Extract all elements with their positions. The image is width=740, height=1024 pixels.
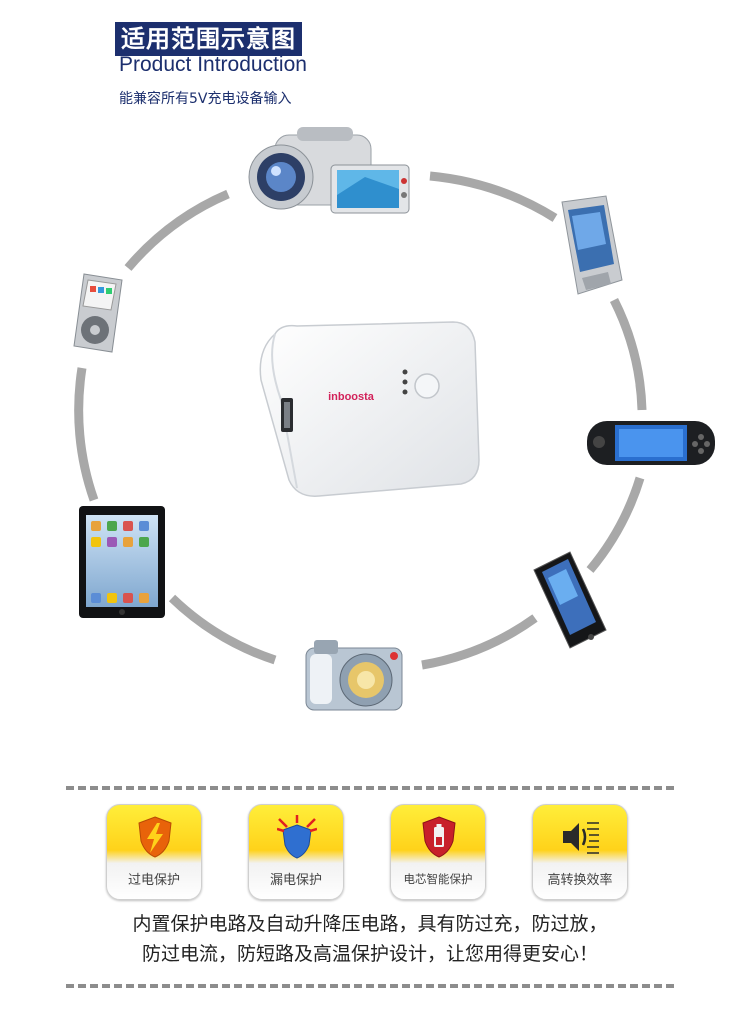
iphone-icon: [533, 551, 607, 649]
ring-arc: [421, 614, 538, 670]
feature-label: 漏电保护: [269, 873, 322, 888]
brand-label: inboosta: [328, 391, 375, 403]
feature-high-efficiency: 高转换效率: [532, 804, 628, 900]
ipod-nano-icon: [73, 273, 123, 353]
divider: [66, 786, 674, 790]
feature-cell-smart-protection: 电芯智能保护: [390, 804, 486, 900]
ring-arc: [586, 476, 645, 573]
ring-arc: [74, 367, 99, 502]
shield-sparks-icon: [277, 815, 317, 859]
divider: [66, 984, 674, 988]
feature-label: 高转换效率: [547, 873, 613, 888]
feature-label: 电芯智能保护: [403, 872, 473, 886]
digital-camera-icon: [305, 640, 403, 711]
shield-battery-icon: [422, 816, 456, 858]
video-camera-icon: [248, 127, 410, 214]
compatibility-note: 能兼容所有5V充电设备输入: [119, 91, 292, 107]
power-bank-image: inboosta: [259, 321, 480, 497]
features-band: 过电保护 漏电保护 电芯智能保护 高转换效率 内置保护电路及自动升降压电路，具有…: [66, 780, 674, 992]
ring-arc: [124, 189, 230, 271]
ring-arc: [168, 594, 277, 665]
feature-label: 过电保护: [127, 873, 180, 888]
page-title: 适用范围示意图: [115, 22, 302, 56]
smartphone-icon: [561, 195, 623, 295]
ring-arc: [429, 171, 558, 222]
shield-lightning-icon: [138, 816, 172, 858]
ring-arc: [609, 297, 647, 411]
device-ring: [74, 171, 647, 670]
description-line: 内置保护电路及自动升降压电路，具有防过充，防过放，: [132, 913, 608, 935]
feature-leakage-protection: 漏电保护: [248, 804, 344, 900]
feature-overcurrent-protection: 过电保护: [106, 804, 202, 900]
speaker-arrows-icon: [563, 822, 599, 854]
ipad-icon: [79, 506, 165, 618]
psp-icon: [587, 421, 715, 465]
description-line: 防过电流，防短路及高温保护设计，让您用得更安心！: [141, 943, 598, 965]
page-title-english: Product Introduction: [119, 53, 307, 76]
